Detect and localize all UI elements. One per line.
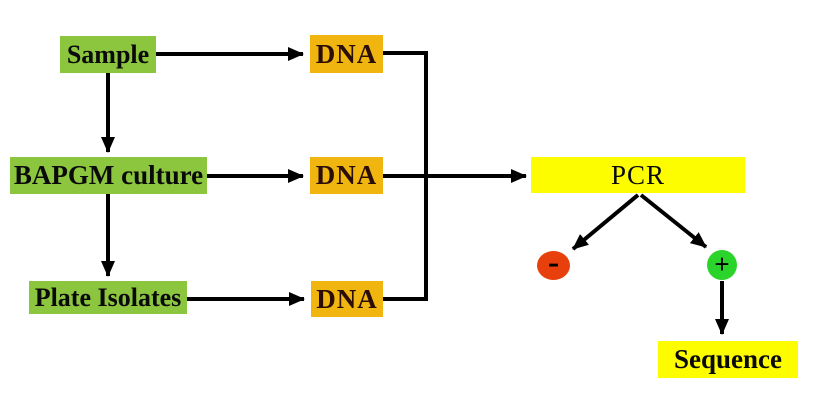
node-positive-result: + — [707, 250, 737, 280]
node-sequence: Sequence — [658, 341, 798, 378]
edge-pcr-negative — [571, 193, 640, 251]
edge-pcr-positive — [639, 193, 708, 249]
edge-dna-top-junction — [383, 51, 428, 299]
node-dna-bottom: DNA — [311, 281, 383, 317]
node-plate-isolates: Plate Isolates — [29, 281, 187, 314]
node-pcr: PCR — [531, 157, 745, 193]
node-dna-top: DNA — [310, 35, 383, 73]
node-dna-mid: DNA — [310, 157, 383, 194]
node-sample: Sample — [60, 36, 156, 73]
node-negative-result: - — [537, 245, 570, 280]
node-bapgm-culture: BAPGM culture — [10, 157, 207, 194]
